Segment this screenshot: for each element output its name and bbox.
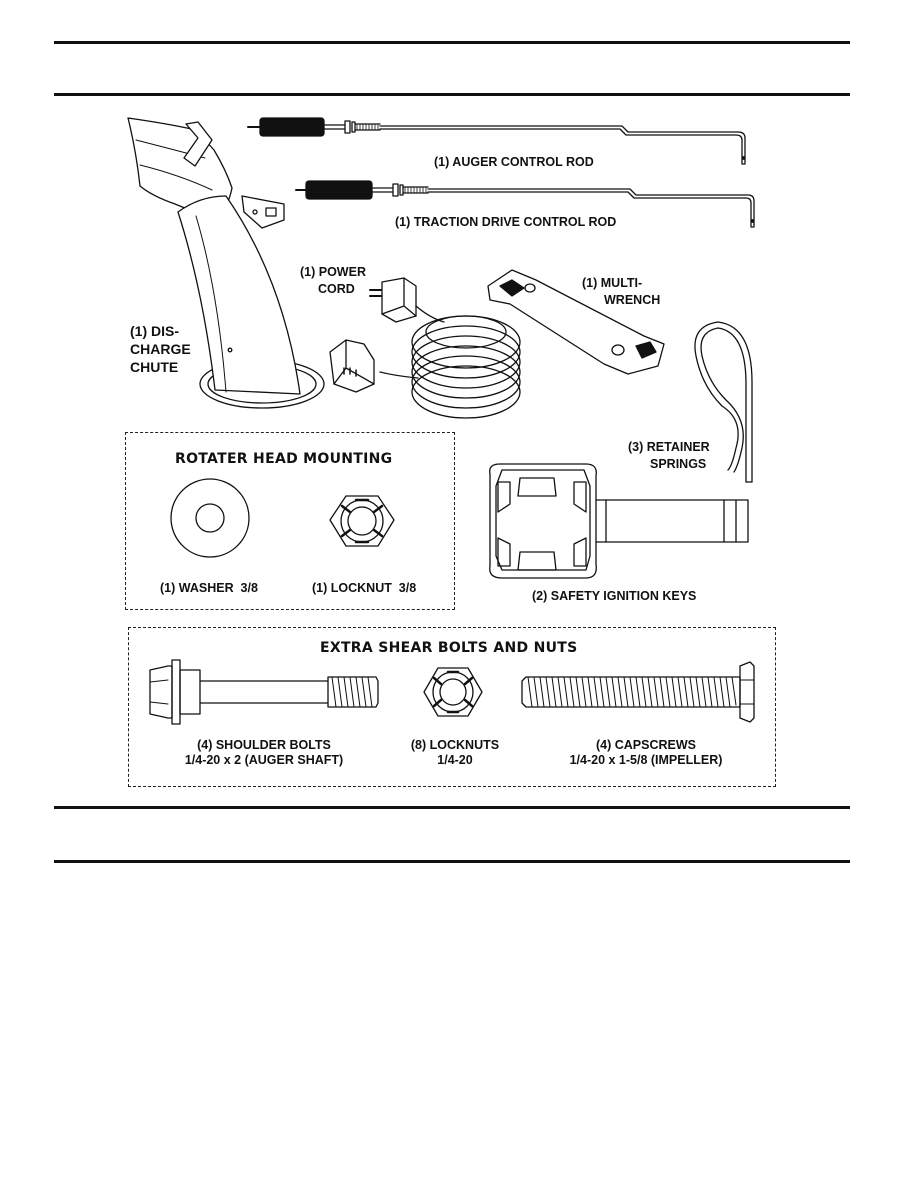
top-rule-1 (54, 41, 850, 44)
shoulder-bolt-drawing (149, 659, 379, 725)
locknut-38-drawing (329, 495, 395, 547)
cord-coils (411, 315, 521, 419)
label-ignition-keys: (2) SAFETY IGNITION KEYS (532, 589, 697, 603)
label-capscrews-line1: (4) CAPSCREWS (595, 738, 696, 752)
label-chute-line1: (1) DIS- (130, 323, 179, 339)
label-power-cord-line2: CORD (318, 282, 355, 296)
top-rule-2 (54, 93, 850, 96)
retainer-spring-drawing (694, 321, 753, 483)
label-capscrews-line2: 1/4-20 x 1-5/8 (IMPELLER) (569, 753, 723, 767)
label-power-cord-line1: (1) POWER (300, 265, 366, 279)
washer-drawing (170, 478, 250, 558)
discharge-chute-drawing (127, 117, 325, 409)
rotater-section-title: ROTATER HEAD MOUNTING (175, 451, 393, 467)
label-chute-line3: CHUTE (130, 359, 179, 375)
label-shoulder-bolts-line2: 1/4-20 x 2 (AUGER SHAFT) (184, 753, 344, 767)
bottom-rule-2 (54, 860, 850, 863)
label-retainer-springs-line2: SPRINGS (650, 457, 707, 471)
shear-section-title: EXTRA SHEAR BOLTS AND NUTS (320, 640, 578, 656)
multi-wrench-drawing (487, 269, 665, 375)
auger-control-rod-drawing (247, 117, 746, 165)
bottom-rule-1 (54, 806, 850, 809)
label-chute-line2: CHARGE (130, 341, 191, 357)
traction-rod-drawing (295, 180, 755, 228)
label-multi-wrench-line2: WRENCH (604, 293, 661, 307)
label-locknuts-line2: 1/4-20 (437, 753, 473, 767)
label-traction-drive-rod: (1) TRACTION DRIVE CONTROL ROD (395, 215, 617, 229)
shear-bolts-box (128, 627, 776, 787)
label-locknut-38: (1) LOCKNUT 3/8 (312, 581, 417, 595)
label-locknuts-line1: (8) LOCKNUTS (410, 738, 500, 752)
rotater-head-box (125, 432, 455, 610)
label-multi-wrench-line1: (1) MULTI- (582, 276, 643, 290)
locknut-14-drawing (423, 667, 483, 717)
power-cord-drawing (329, 277, 521, 419)
label-retainer-springs-line1: (3) RETAINER (628, 440, 710, 454)
label-auger-control-rod: (1) AUGER CONTROL ROD (434, 155, 594, 169)
capscrew-drawing (521, 661, 755, 723)
ignition-key-drawing (489, 463, 749, 579)
label-shoulder-bolts-line1: (4) SHOULDER BOLTS (197, 738, 331, 752)
label-washer: (1) WASHER 3/8 (160, 581, 258, 595)
